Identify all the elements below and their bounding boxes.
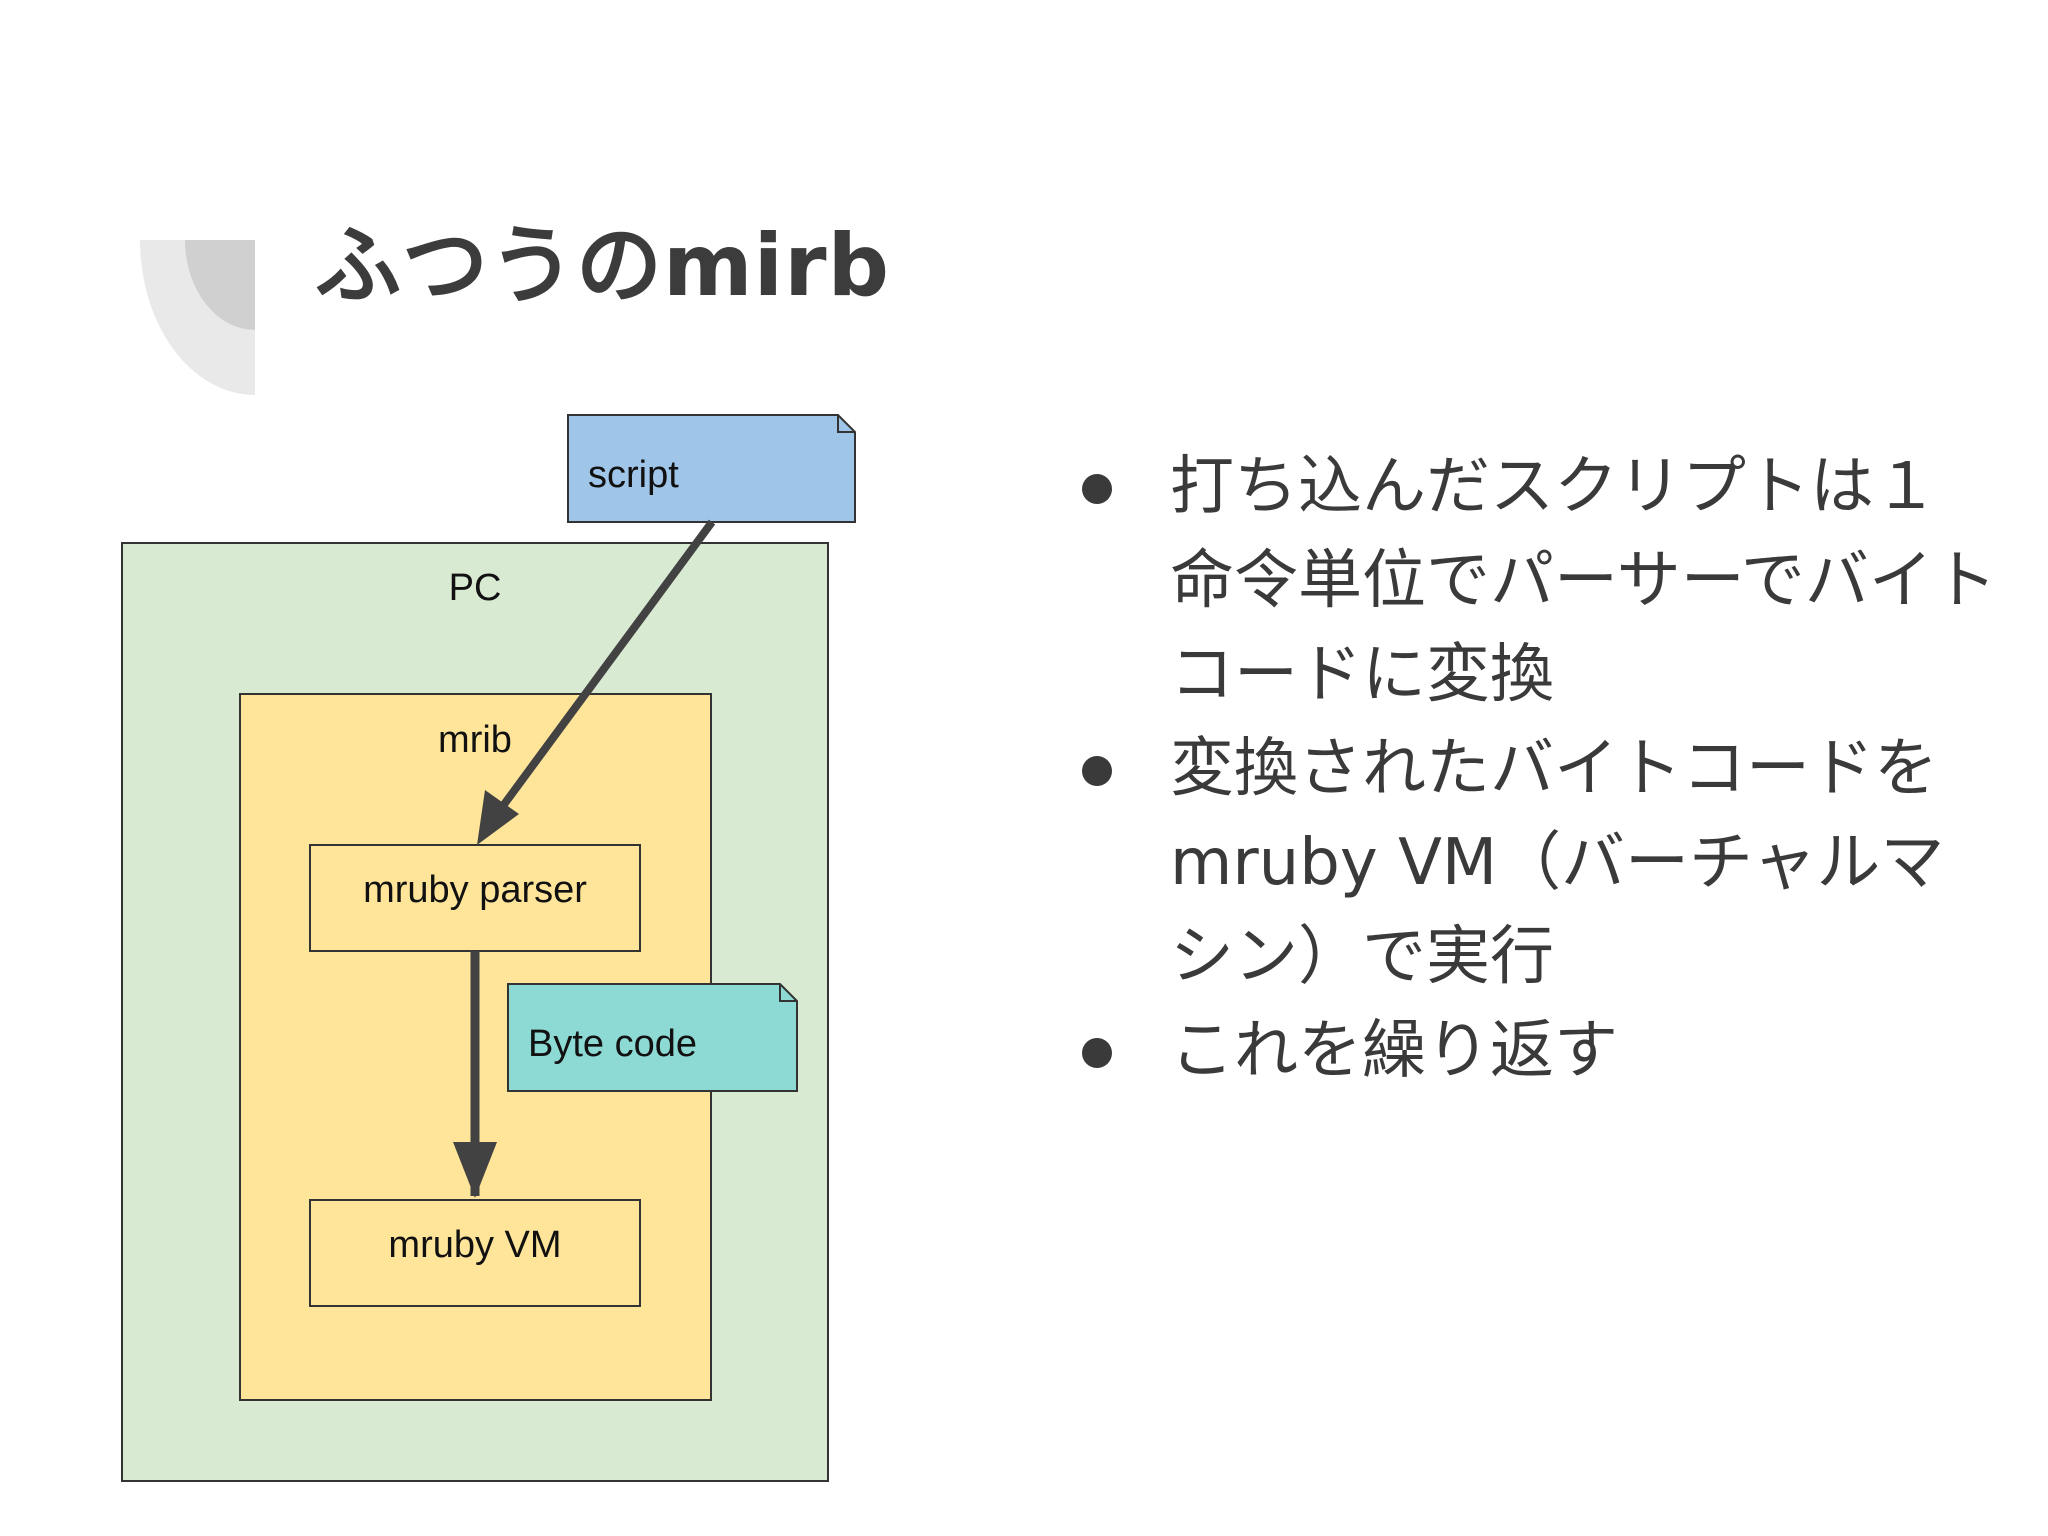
- bullet-text: 打ち込んだスクリプトは１命令単位でパーサーでバイトコードに変換: [1170, 450, 1997, 712]
- script-to-parser-arrowhead: [477, 790, 519, 845]
- bullet-item: 打ち込んだスクリプトは１命令単位でパーサーでバイトコードに変換: [1070, 440, 2000, 722]
- script-to-parser-arrow: [493, 519, 716, 817]
- slide-title: ふつうのmirb: [315, 216, 891, 316]
- bullet-text: これを繰り返す: [1170, 1014, 1618, 1088]
- mruby-vm-label: mruby VM: [388, 1224, 561, 1266]
- mruby-parser-box: mruby parser: [309, 844, 641, 952]
- bullet-dot-icon: [1082, 1038, 1112, 1068]
- bullet-list: 打ち込んだスクリプトは１命令単位でパーサーでバイトコードに変換 変換されたバイト…: [1070, 440, 2000, 1098]
- decorative-shape: [140, 240, 255, 395]
- parser-to-vm-arrowhead: [453, 1142, 497, 1198]
- pc-label: PC: [449, 567, 502, 609]
- bullet-item: 変換されたバイトコードをmruby VM（バーチャルマシン）で実行: [1070, 722, 2000, 1004]
- bullet-item: これを繰り返す: [1070, 1004, 2000, 1098]
- bytecode-note: Byte code: [507, 983, 798, 1092]
- bytecode-label: Byte code: [528, 1023, 697, 1065]
- script-note: script: [567, 414, 856, 523]
- mirb-label: mrib: [438, 719, 512, 761]
- bullet-dot-icon: [1082, 474, 1112, 504]
- bullet-text: 変換されたバイトコードをmruby VM（バーチャルマシン）で実行: [1170, 732, 1945, 994]
- script-label: script: [588, 454, 679, 496]
- mruby-parser-label: mruby parser: [363, 869, 587, 911]
- mruby-vm-box: mruby VM: [309, 1199, 641, 1307]
- bullet-dot-icon: [1082, 756, 1112, 786]
